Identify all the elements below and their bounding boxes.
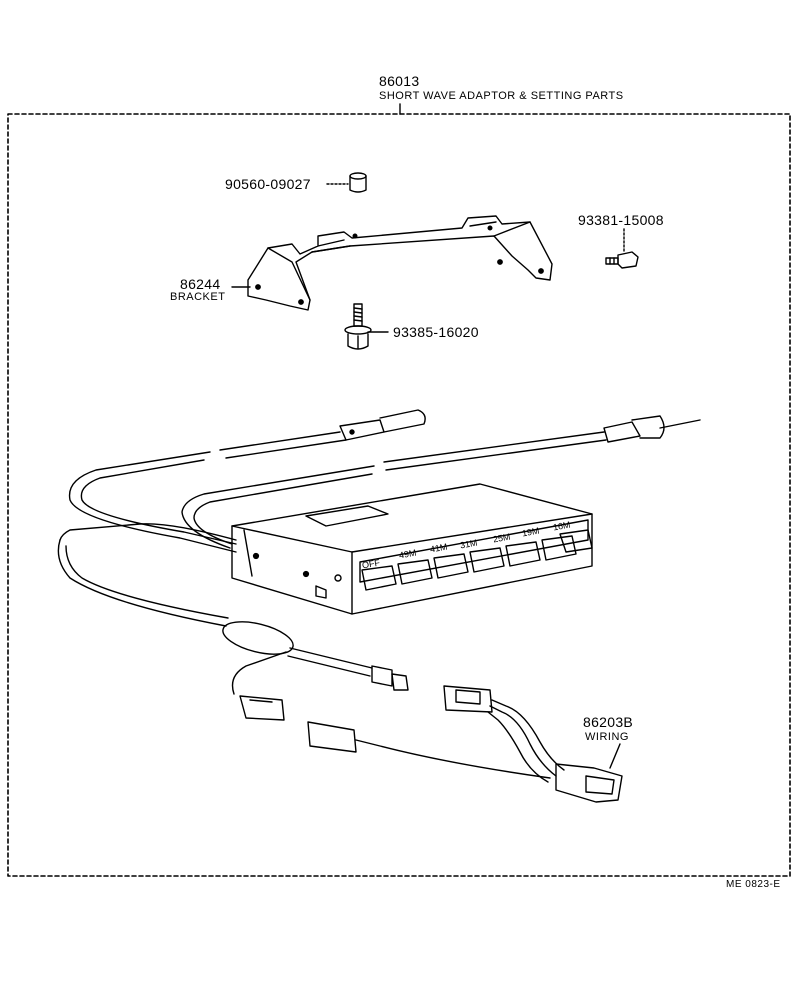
cap-part-number: 90560-09027 <box>225 176 311 192</box>
bolt-part-number: 93385-16020 <box>393 324 479 340</box>
diagram-code: ME 0823-E <box>726 879 781 890</box>
wiring-part-name: WIRING <box>585 731 629 743</box>
bracket-part-number: 86244 <box>180 276 221 292</box>
wiring-part-number: 86203B <box>583 714 634 730</box>
lead-in-cable <box>57 523 409 721</box>
adaptor-unit <box>231 483 593 615</box>
cap-part <box>326 172 367 193</box>
small-screw-part <box>605 228 639 269</box>
antenna-left <box>68 409 426 553</box>
assembly-part-number: 86013 <box>379 73 420 89</box>
wiring-part <box>307 685 623 803</box>
antenna-right <box>181 415 701 549</box>
bracket-part <box>231 215 553 311</box>
assembly-boundary <box>7 103 791 877</box>
small-screw-part-number: 93381-15008 <box>578 212 664 228</box>
bracket-part-name: BRACKET <box>170 291 226 303</box>
bolt-part <box>344 303 389 350</box>
assembly-description: SHORT WAVE ADAPTOR & SETTING PARTS <box>379 90 624 102</box>
